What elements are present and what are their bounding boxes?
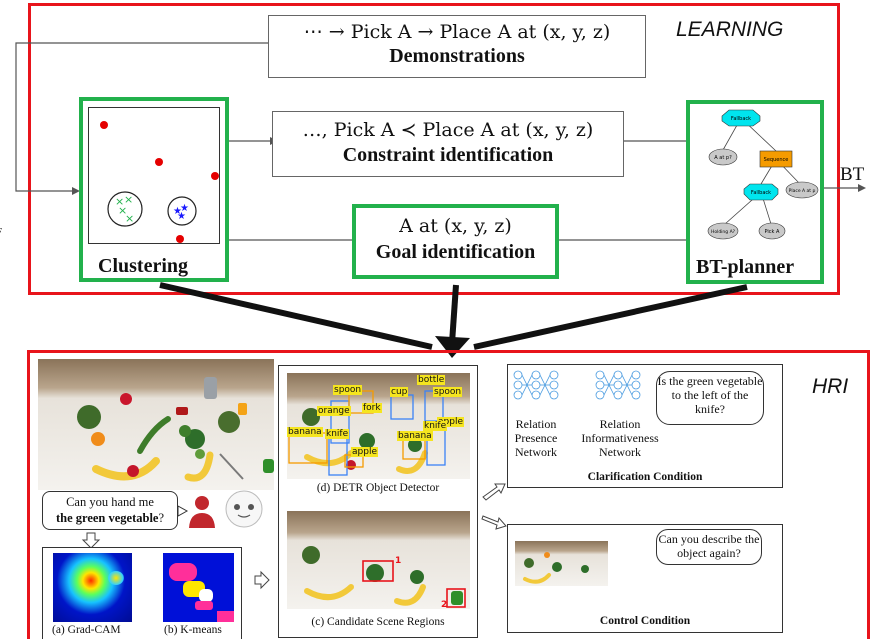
region-label-1: 1 xyxy=(395,556,401,566)
control-photo xyxy=(515,541,608,586)
bt-planner-label: BT-planner xyxy=(696,256,795,278)
det-label-apple: apple xyxy=(437,417,464,427)
det-label-banana: banana xyxy=(287,427,323,437)
request-object: the green vegetable xyxy=(55,511,159,525)
control-title: Control Condition xyxy=(599,615,691,627)
svg-text:★: ★ xyxy=(180,203,189,214)
det-label-bottle: bottle xyxy=(417,375,446,385)
down-arrow-icon xyxy=(81,532,101,549)
region-label-2: 2 xyxy=(441,600,447,609)
bt-node-root: Fallback xyxy=(731,116,751,122)
detr-photo: spoon cup bottle spoon orange fork knife… xyxy=(287,373,470,479)
relation-informativeness-network-icon xyxy=(595,370,641,400)
svg-text:×: × xyxy=(115,195,124,208)
det-label-fork: fork xyxy=(362,403,382,413)
det-label-orange: orange xyxy=(317,406,351,416)
det-label-spoon: spoon xyxy=(333,385,363,395)
candidate-scene: 1 2 xyxy=(302,546,466,609)
bt-node-sequence: Sequence xyxy=(764,157,789,163)
robot-icon xyxy=(225,490,263,528)
right-arrow-icon xyxy=(254,570,270,590)
up-right-arrow-icon xyxy=(482,483,506,501)
svg-text:×: × xyxy=(118,204,127,217)
constraint-sequence: …, Pick A ≺ Place A at (x, y, z) xyxy=(302,119,594,141)
svg-text:×: × xyxy=(125,212,134,225)
clarification-box: Relation Presence Network Relation Infor… xyxy=(507,364,783,488)
det-label-spoon-2: spoon xyxy=(433,387,463,397)
kmeans-segments xyxy=(169,563,234,622)
clipped-letter: F xyxy=(0,226,2,238)
bt-output-label: BT xyxy=(840,164,865,185)
hri-label: HRI xyxy=(812,375,849,398)
request-text: Can you hand me xyxy=(66,495,154,509)
cluster-scatter: × × × × ★ ★ ★ xyxy=(100,121,219,243)
demonstrations-box: ⋯ → Pick A → Place A at (x, y, z) Demons… xyxy=(268,15,646,78)
svg-text:★: ★ xyxy=(173,206,182,217)
clustering-box: × × × × ★ ★ ★ Clustering xyxy=(79,97,229,282)
bt-node-fallback: Fallback xyxy=(751,190,771,196)
constraint-box: …, Pick A ≺ Place A at (x, y, z) Constra… xyxy=(272,111,624,177)
clustering-label: Clustering xyxy=(98,255,188,277)
table-scene xyxy=(77,377,274,482)
candidate-photo: 1 2 xyxy=(287,511,470,609)
svg-text:★: ★ xyxy=(177,211,186,222)
demonstrations-sequence: ⋯ → Pick A → Place A at (x, y, z) xyxy=(303,21,611,43)
clarify-question-bubble: Is the green vegetable to the left of th… xyxy=(656,371,764,425)
det-label-knife-2: knife xyxy=(423,421,448,431)
control-box: Can you describe the object again? Contr… xyxy=(507,524,783,633)
request-question-mark: ? xyxy=(158,511,165,525)
detector-box: spoon cup bottle spoon orange fork knife… xyxy=(278,365,478,638)
det-label-cup: cup xyxy=(390,387,409,397)
bt-planner-box: Fallback A at p? Sequence Fallback Place… xyxy=(686,100,824,284)
clarification-title: Clarification Condition xyxy=(587,471,703,483)
goal-expression: A at (x, y, z) xyxy=(399,215,512,237)
gradcam-caption: (a) Grad-CAM xyxy=(52,624,121,636)
demonstrations-title: Demonstrations xyxy=(389,45,525,67)
relation-presence-network-icon xyxy=(513,370,559,400)
person-icon xyxy=(189,496,215,528)
relation-informativeness-label: Relation Informativeness Network xyxy=(581,417,659,459)
constraint-title: Constraint identification xyxy=(342,144,554,166)
behavior-tree: Fallback A at p? Sequence Fallback Place… xyxy=(707,109,819,240)
down-right-arrow-icon xyxy=(481,515,507,530)
det-label-knife: knife xyxy=(325,429,350,439)
clustering-plot: × × × × ★ ★ ★ xyxy=(88,107,220,244)
kmeans-caption: (b) K-means xyxy=(164,624,222,636)
gradcam-heatmap xyxy=(53,553,132,622)
goal-box: A at (x, y, z) Goal identification xyxy=(352,204,559,279)
learning-panel xyxy=(28,3,840,295)
request-bubble: Can you hand me the green vegetable? xyxy=(42,491,178,530)
detr-caption: (d) DETR Object Detector xyxy=(316,482,440,494)
bt-node-condition: A at p? xyxy=(714,155,732,161)
svg-text:×: × xyxy=(124,193,133,206)
goal-title: Goal identification xyxy=(375,241,536,263)
det-label-apple-2: apple xyxy=(351,447,378,457)
control-question-bubble: Can you describe the object again? xyxy=(656,529,762,565)
learning-label: LEARNING xyxy=(676,18,784,41)
bt-node-pick: Pick A xyxy=(765,229,781,235)
candidate-caption: (c) Candidate Scene Regions xyxy=(311,616,445,628)
bt-node-place: Place A at p xyxy=(789,188,816,194)
gradcam-kmeans-box: (a) Grad-CAM (b) K-means xyxy=(42,547,242,639)
table-photo xyxy=(38,359,274,490)
kmeans-map xyxy=(163,553,234,622)
hri-panel xyxy=(27,350,870,639)
control-scene xyxy=(523,552,589,584)
bt-node-holding: Holding A? xyxy=(711,229,736,235)
relation-presence-label: Relation Presence Network xyxy=(514,417,558,459)
det-label-banana-2: banana xyxy=(397,431,433,441)
